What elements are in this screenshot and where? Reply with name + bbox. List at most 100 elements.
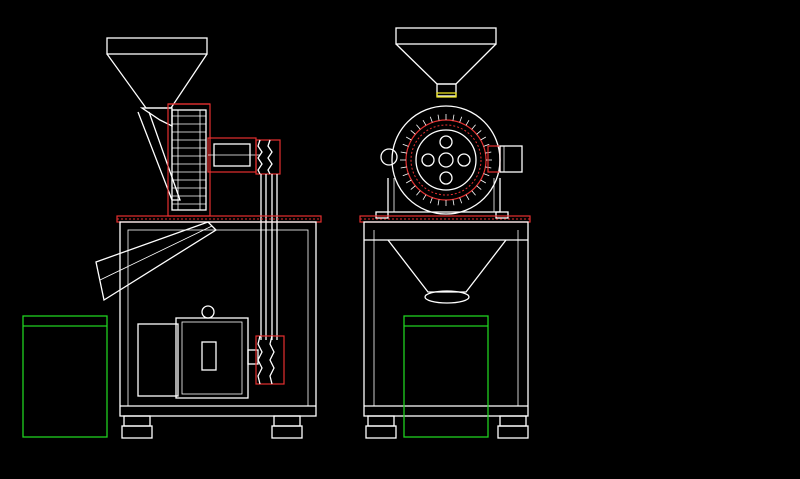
front-pedestal-body (387, 178, 501, 213)
front-casing-tooth (402, 173, 409, 177)
side-foot-left-base (121, 425, 153, 439)
front-discharge-funnel (387, 239, 507, 304)
front-hopper-cone (395, 43, 497, 85)
front-screen-ring (405, 119, 487, 201)
front-bearing-housing (487, 145, 523, 173)
side-bin-body (22, 315, 108, 438)
front-hopper-rim (395, 27, 497, 45)
front-screen-perforation (410, 124, 482, 196)
side-v-belts (260, 174, 278, 340)
side-motor (137, 305, 259, 399)
side-foot-left-top (123, 415, 151, 427)
side-motor-shaft (247, 349, 259, 365)
side-upper-pulley-body (255, 139, 281, 175)
front-hopper-collar (436, 92, 457, 98)
front-foot-right-top (499, 415, 527, 427)
front-rotor-holes (421, 135, 471, 185)
front-pedestal (375, 178, 509, 219)
front-casing-tooth (416, 190, 421, 196)
front-funnel-outlet (424, 290, 470, 304)
side-discharge-chute (95, 221, 218, 302)
side-hopper-rim (106, 37, 208, 55)
front-casing-tooth (483, 173, 490, 177)
side-upper-pulley (255, 139, 281, 175)
side-feet (121, 415, 303, 439)
front-casing-tooth (459, 116, 463, 123)
front-mill-casing (391, 105, 501, 215)
front-bolt-left (375, 211, 389, 219)
front-casing-tooth (410, 185, 416, 190)
front-casing-tooth (471, 124, 476, 130)
front-casing-tooth (429, 197, 433, 204)
side-hopper-cone (106, 53, 208, 109)
front-foot-right-base (497, 425, 529, 439)
front-rotor-hole (457, 153, 471, 167)
front-casing-tooth (480, 179, 487, 184)
side-foot-right-base (271, 425, 303, 439)
front-casing-tooth (465, 194, 470, 201)
front-casing-tooth (400, 151, 407, 154)
side-chamber-inner (171, 109, 207, 211)
side-table-top (116, 215, 322, 223)
side-upper-pulley-grooves-a (257, 139, 263, 175)
side-discharge-chute-body (95, 221, 218, 302)
side-chamber-slats (172, 110, 206, 210)
side-frame (119, 221, 317, 417)
side-lower-pulley-grooves-b (269, 335, 275, 385)
side-motor-body-inner (181, 321, 243, 395)
front-casing-tooth (422, 194, 427, 201)
front-bin-body (403, 315, 489, 438)
front-collection-bin (403, 315, 489, 438)
front-frame (363, 221, 529, 417)
front-casing-tooth (400, 166, 407, 169)
front-casing-tooth (452, 114, 455, 121)
side-shaft-housing (207, 137, 260, 173)
side-hopper (106, 37, 208, 128)
front-elevation-view (359, 27, 531, 439)
side-frame-outer (119, 221, 317, 417)
side-elevation-view (22, 37, 322, 439)
front-casing-tooth (480, 136, 487, 141)
front-feet (365, 415, 529, 439)
front-rotor-disc (415, 129, 477, 191)
front-foot-left-top (367, 415, 395, 427)
side-foot-right-top (273, 415, 301, 427)
front-hopper (395, 27, 497, 98)
front-foot-left-base (365, 425, 397, 439)
front-casing-tooth (465, 119, 470, 126)
side-motor-terminal-box (201, 341, 217, 371)
front-casing-tooth (483, 143, 490, 147)
front-frame-outer (363, 221, 529, 417)
front-casing-tooth (422, 119, 427, 126)
front-funnel-cone (387, 239, 507, 293)
front-rotor-hole (439, 135, 453, 149)
side-motor-body (175, 317, 249, 399)
front-hopper-neck (436, 83, 457, 97)
side-motor-lifting-eye (201, 305, 215, 319)
front-casing-tooth (405, 179, 412, 184)
front-rotor-hole (421, 153, 435, 167)
side-feed-chute-body (137, 111, 181, 201)
front-casing-tooth (471, 190, 476, 196)
front-casing-tooth (437, 114, 440, 121)
side-feed-chute (137, 111, 181, 201)
front-bearing-body (499, 145, 523, 173)
front-adjust-knob (380, 148, 398, 166)
front-casing-tooth (459, 197, 463, 204)
side-lower-pulley-grooves-a (257, 335, 263, 385)
side-upper-pulley-grooves-b (267, 139, 273, 175)
front-casing-teeth (400, 114, 492, 206)
side-grinding-chamber (167, 103, 211, 217)
front-casing-outer (391, 105, 501, 215)
front-casing-tooth (402, 143, 409, 147)
front-casing-tooth (476, 185, 482, 190)
side-chamber-outer (167, 103, 211, 217)
front-casing-tooth (437, 199, 440, 206)
front-casing-tooth (452, 199, 455, 206)
front-casing-tooth (405, 136, 412, 141)
front-bolt-right (495, 211, 509, 219)
side-lower-pulley (255, 335, 285, 385)
front-rotor-hole (439, 171, 453, 185)
